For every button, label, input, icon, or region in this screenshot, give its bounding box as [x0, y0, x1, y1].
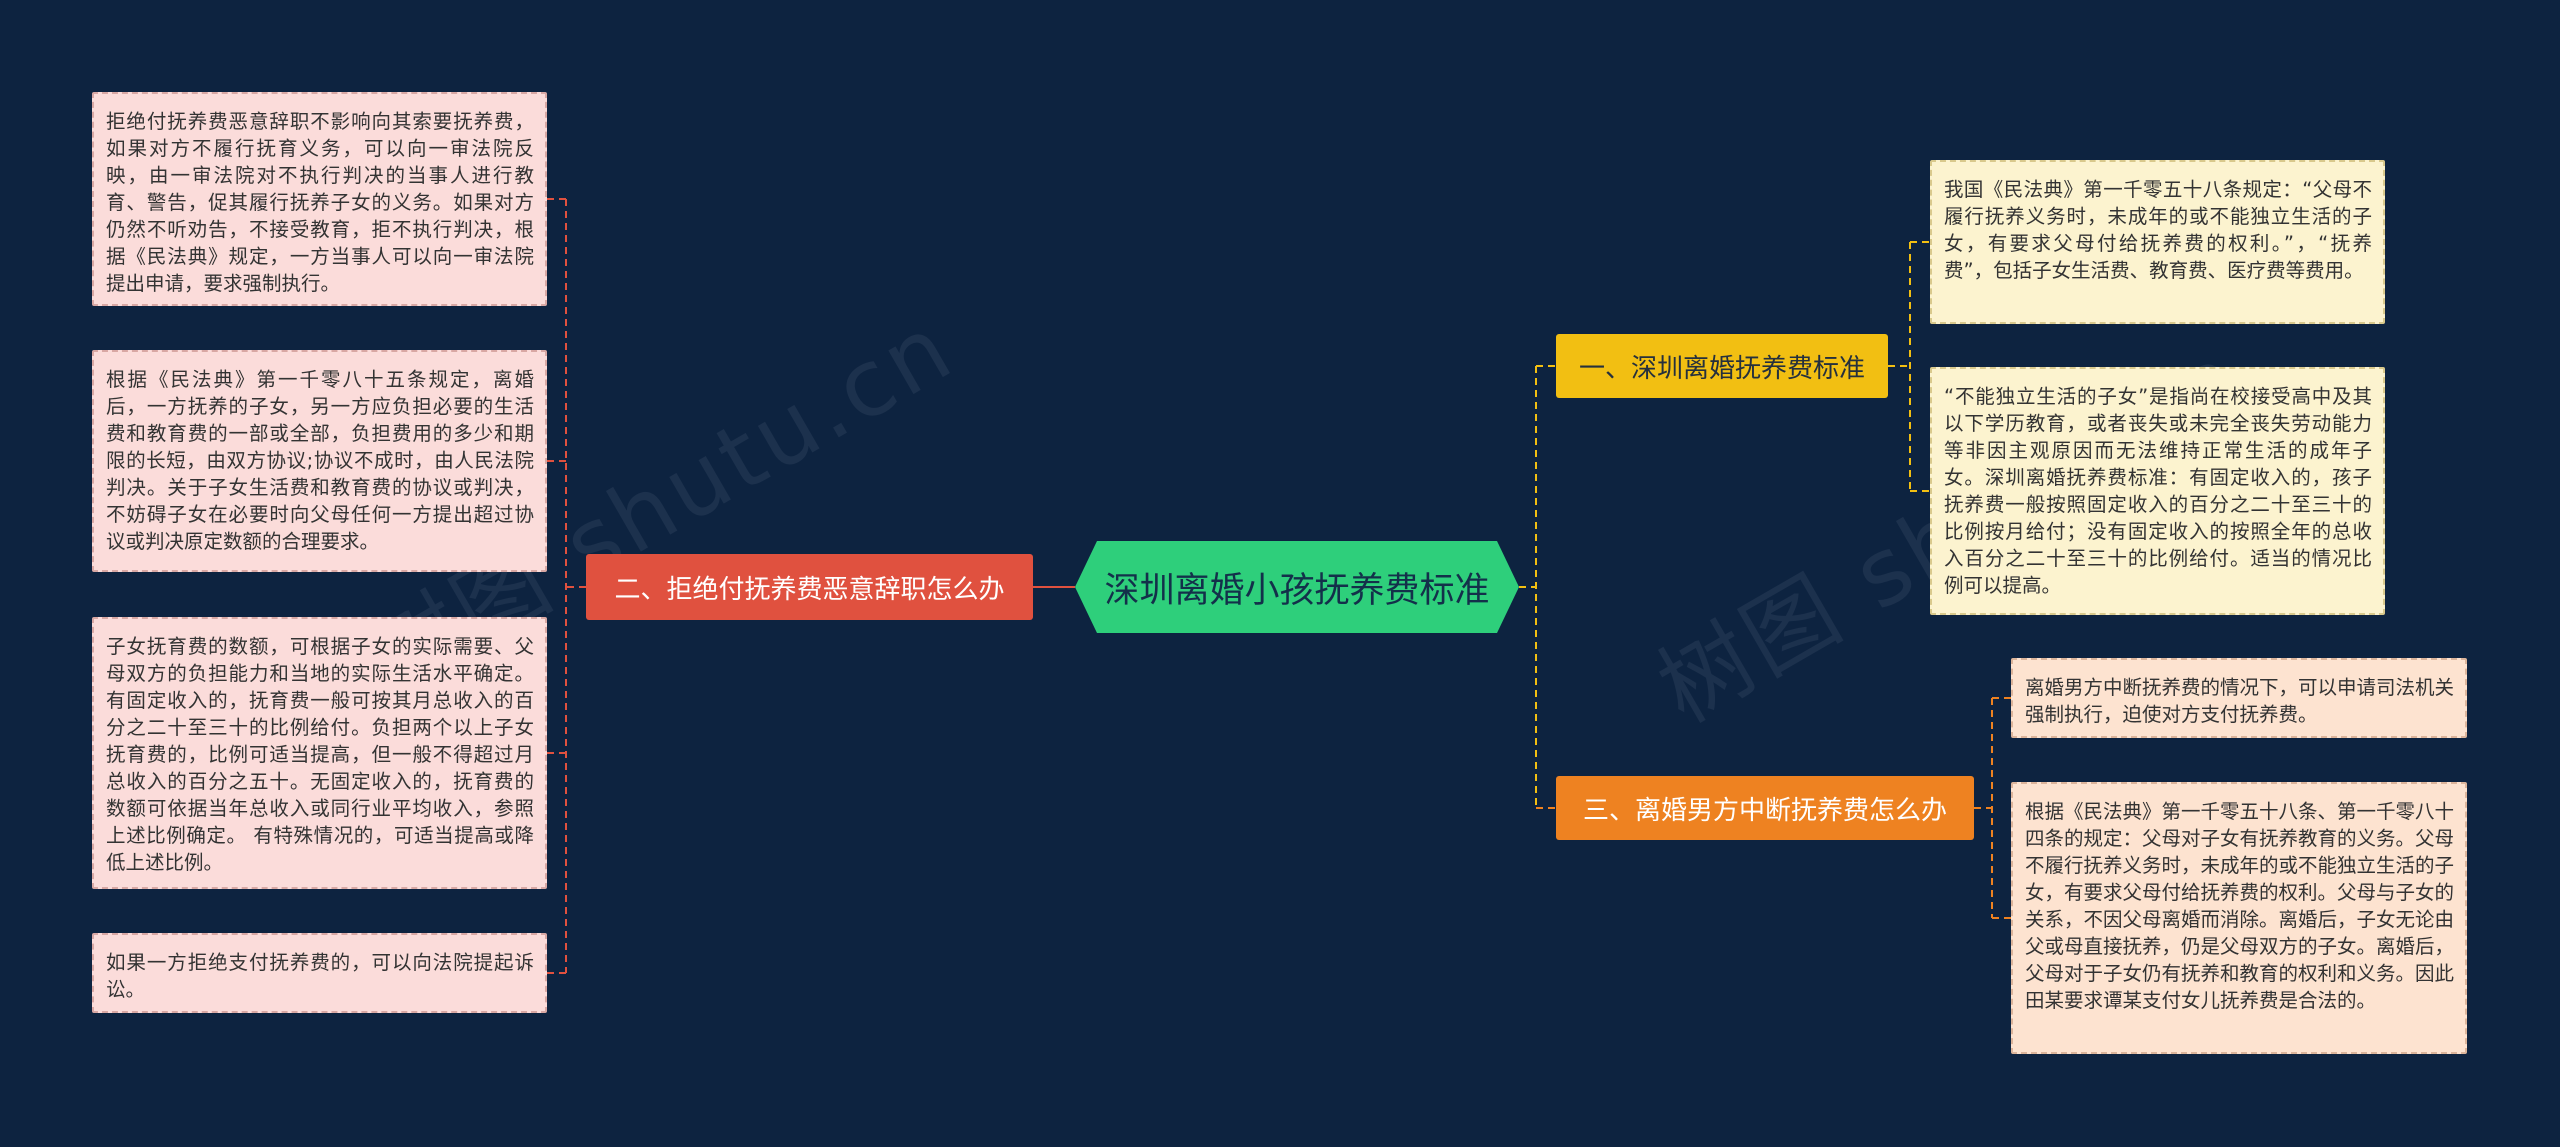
- leaf-note[interactable]: 我国《民法典》第一千零五十八条规定：“父母不履行抚养义务时，未成年的或不能独立生…: [1930, 160, 2385, 324]
- central-topic[interactable]: 深圳离婚小孩抚养费标准: [1075, 541, 1519, 633]
- connector-left-trunk: [565, 199, 586, 973]
- connector-orange-trunk: [1974, 698, 1993, 918]
- leaf-note[interactable]: 根据《民法典》第一千零八十五条规定，离婚后，一方抚养的子女，另一方应负担必要的生…: [92, 350, 547, 572]
- leaf-note[interactable]: “不能独立生活的子女”是指尚在校接受高中及其以下学历教育，或者丧失或未完全丧失劳…: [1930, 367, 2385, 615]
- topic-shenzhen-support-standard[interactable]: 一、深圳离婚抚养费标准: [1556, 334, 1888, 398]
- connector-central-right: [1519, 366, 1537, 808]
- connector-yellow-trunk: [1888, 242, 1911, 491]
- topic-interrupted-support[interactable]: 三、离婚男方中断抚养费怎么办: [1556, 776, 1974, 840]
- leaf-note[interactable]: 如果一方拒绝支付抚养费的，可以向法院提起诉讼。: [92, 933, 547, 1013]
- topic-refuse-support-resign[interactable]: 二、拒绝付抚养费恶意辞职怎么办: [586, 554, 1033, 620]
- leaf-note[interactable]: 子女抚育费的数额，可根据子女的实际需要、父母双方的负担能力和当地的实际生活水平确…: [92, 617, 547, 889]
- leaf-note[interactable]: 离婚男方中断抚养费的情况下，可以申请司法机关强制执行，迫使对方支付抚养费。: [2011, 658, 2467, 738]
- leaf-note[interactable]: 根据《民法典》第一千零五十八条、第一千零八十四条的规定：父母对子女有抚养教育的义…: [2011, 782, 2467, 1054]
- leaf-note[interactable]: 拒绝付抚养费恶意辞职不影响向其索要抚养费，如果对方不履行抚育义务，可以向一审法院…: [92, 92, 547, 306]
